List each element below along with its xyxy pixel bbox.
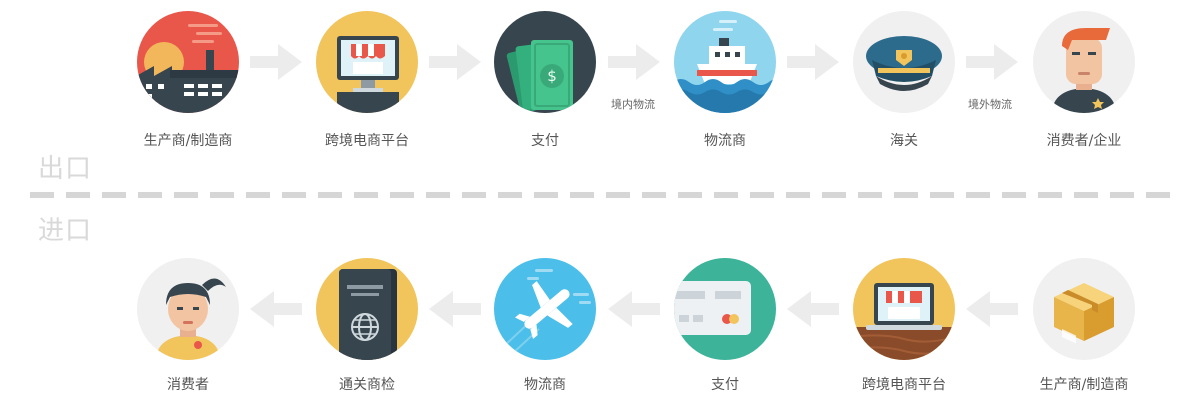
payment-node: $ bbox=[493, 10, 597, 114]
ecommerce-platform-node bbox=[315, 10, 419, 114]
step-label: 支付 bbox=[531, 133, 559, 149]
package-box-icon bbox=[1033, 258, 1135, 360]
step-label: 生产商/制造商 bbox=[1039, 377, 1129, 393]
arrow-left-icon bbox=[250, 291, 302, 327]
arrow-right-icon bbox=[787, 44, 839, 80]
step-label: 跨境电商平台 bbox=[862, 377, 946, 393]
svg-text:$: $ bbox=[547, 67, 557, 85]
arrow-right-icon bbox=[429, 44, 481, 80]
customs-cap-icon bbox=[853, 11, 955, 113]
consumer-business-node bbox=[1032, 10, 1136, 114]
factory-icon bbox=[137, 11, 239, 113]
ecommerce-platform-node bbox=[852, 257, 956, 361]
factory-node bbox=[136, 10, 240, 114]
step-label: 消费者 bbox=[167, 377, 209, 393]
step-label: 海关 bbox=[890, 133, 918, 149]
arrow-left-icon bbox=[429, 291, 481, 327]
passport-icon bbox=[316, 258, 418, 360]
step-label: 生产商/制造商 bbox=[143, 133, 233, 149]
consumer-woman-icon bbox=[137, 258, 239, 360]
arrow-right-icon bbox=[250, 44, 302, 80]
arrow-right-icon bbox=[608, 44, 660, 80]
payment-node bbox=[673, 257, 777, 361]
consumer-man-icon bbox=[1033, 11, 1135, 113]
step-label: 消费者/企业 bbox=[1046, 133, 1122, 149]
laptop-shop-icon bbox=[853, 258, 955, 360]
export-section-label: 出口 bbox=[38, 154, 93, 184]
connector-label: 境内物流 bbox=[611, 98, 655, 111]
step-label: 物流商 bbox=[524, 377, 566, 393]
ship-icon bbox=[674, 11, 776, 113]
arrow-left-icon bbox=[966, 291, 1018, 327]
online-shop-icon bbox=[316, 11, 418, 113]
step-label: 物流商 bbox=[704, 133, 746, 149]
customs-inspection-node bbox=[315, 257, 419, 361]
manufacturer-node bbox=[1032, 257, 1136, 361]
step-label: 跨境电商平台 bbox=[325, 133, 409, 149]
logistics-node bbox=[673, 10, 777, 114]
section-divider bbox=[30, 192, 1170, 198]
consumer-node bbox=[136, 257, 240, 361]
import-section-label: 进口 bbox=[38, 216, 93, 246]
connector-label: 境外物流 bbox=[968, 98, 1012, 111]
airplane-icon bbox=[494, 258, 596, 360]
arrow-left-icon bbox=[608, 291, 660, 327]
credit-card-icon bbox=[674, 258, 776, 360]
arrow-left-icon bbox=[787, 291, 839, 327]
cash-icon: $ bbox=[494, 11, 596, 113]
step-label: 通关商检 bbox=[339, 377, 395, 393]
arrow-right-icon bbox=[966, 44, 1018, 80]
step-label: 支付 bbox=[711, 377, 739, 393]
logistics-node bbox=[493, 257, 597, 361]
customs-node bbox=[852, 10, 956, 114]
